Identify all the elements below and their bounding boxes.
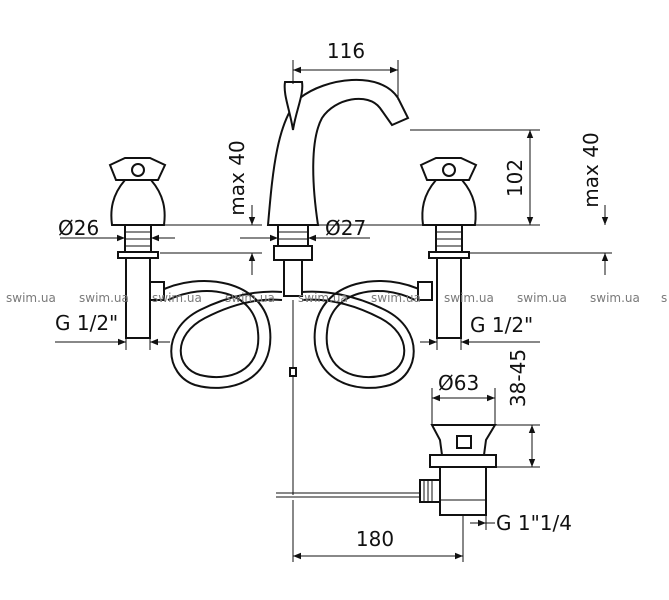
label-spout-reach: 116 [327, 39, 365, 63]
watermark-text: swim.ua [590, 291, 640, 305]
watermark-text: swim.ua [444, 291, 494, 305]
label-thread-left: G 1/2" [55, 311, 118, 335]
watermark-text: swim.ua [6, 291, 56, 305]
label-drain-diameter: Ø63 [438, 371, 479, 395]
label-spout-height: 102 [503, 159, 527, 197]
label-center-diameter: Ø27 [325, 216, 366, 240]
watermark-text: swim.ua [152, 291, 202, 305]
watermark-text: swim.ua [79, 291, 129, 305]
label-drain-length: 180 [356, 527, 394, 551]
label-handle-height-left: max 40 [225, 140, 249, 215]
flexible-hoses [157, 280, 426, 389]
label-thread-right: G 1/2" [470, 313, 533, 337]
label-drain-height: 38-45 [506, 349, 530, 407]
watermark-text: swim.ua [517, 291, 567, 305]
label-left-diameter: Ø26 [58, 216, 99, 240]
label-drain-thread: G 1"1/4 [496, 511, 572, 535]
watermark-text: swim.ua [298, 291, 348, 305]
watermark-text: swim.ua [225, 291, 275, 305]
left-handle-valve [108, 157, 167, 339]
watermark-text: swim.ua [371, 291, 421, 305]
drain-pop-up [276, 424, 497, 516]
right-handle-valve [417, 157, 478, 339]
label-handle-height-right: max 40 [579, 132, 603, 207]
watermark-row: swim.ua swim.ua swim.ua swim.ua swim.ua … [6, 291, 667, 305]
dimension-lines [55, 60, 612, 562]
watermark-text: s [661, 291, 667, 305]
spout [266, 78, 410, 495]
